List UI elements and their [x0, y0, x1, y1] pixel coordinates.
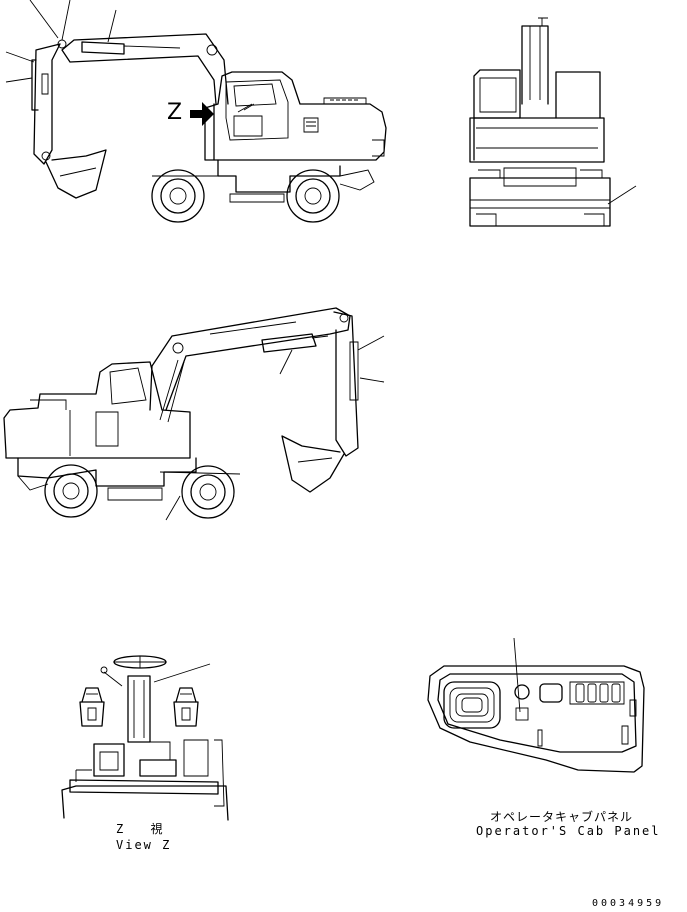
cab-panel-drawing — [427, 637, 645, 773]
view-z-caption-jp: Z 視 — [116, 822, 173, 836]
cab-panel-caption-en: Operator'S Cab Panel — [476, 824, 661, 838]
cab-panel-caption-jp: オペレータキャブパネル — [490, 810, 634, 824]
excavator-side-view-right — [3, 307, 385, 521]
excavator-front-view — [469, 17, 637, 227]
drawing-number: 00034959 — [592, 898, 665, 909]
excavator-side-view-left — [5, 0, 387, 223]
view-direction-arrow-icon — [190, 102, 214, 126]
view-z-drawing — [61, 655, 229, 821]
view-z-caption-en: View Z — [116, 838, 172, 852]
view-z-marker: Z — [167, 100, 185, 125]
